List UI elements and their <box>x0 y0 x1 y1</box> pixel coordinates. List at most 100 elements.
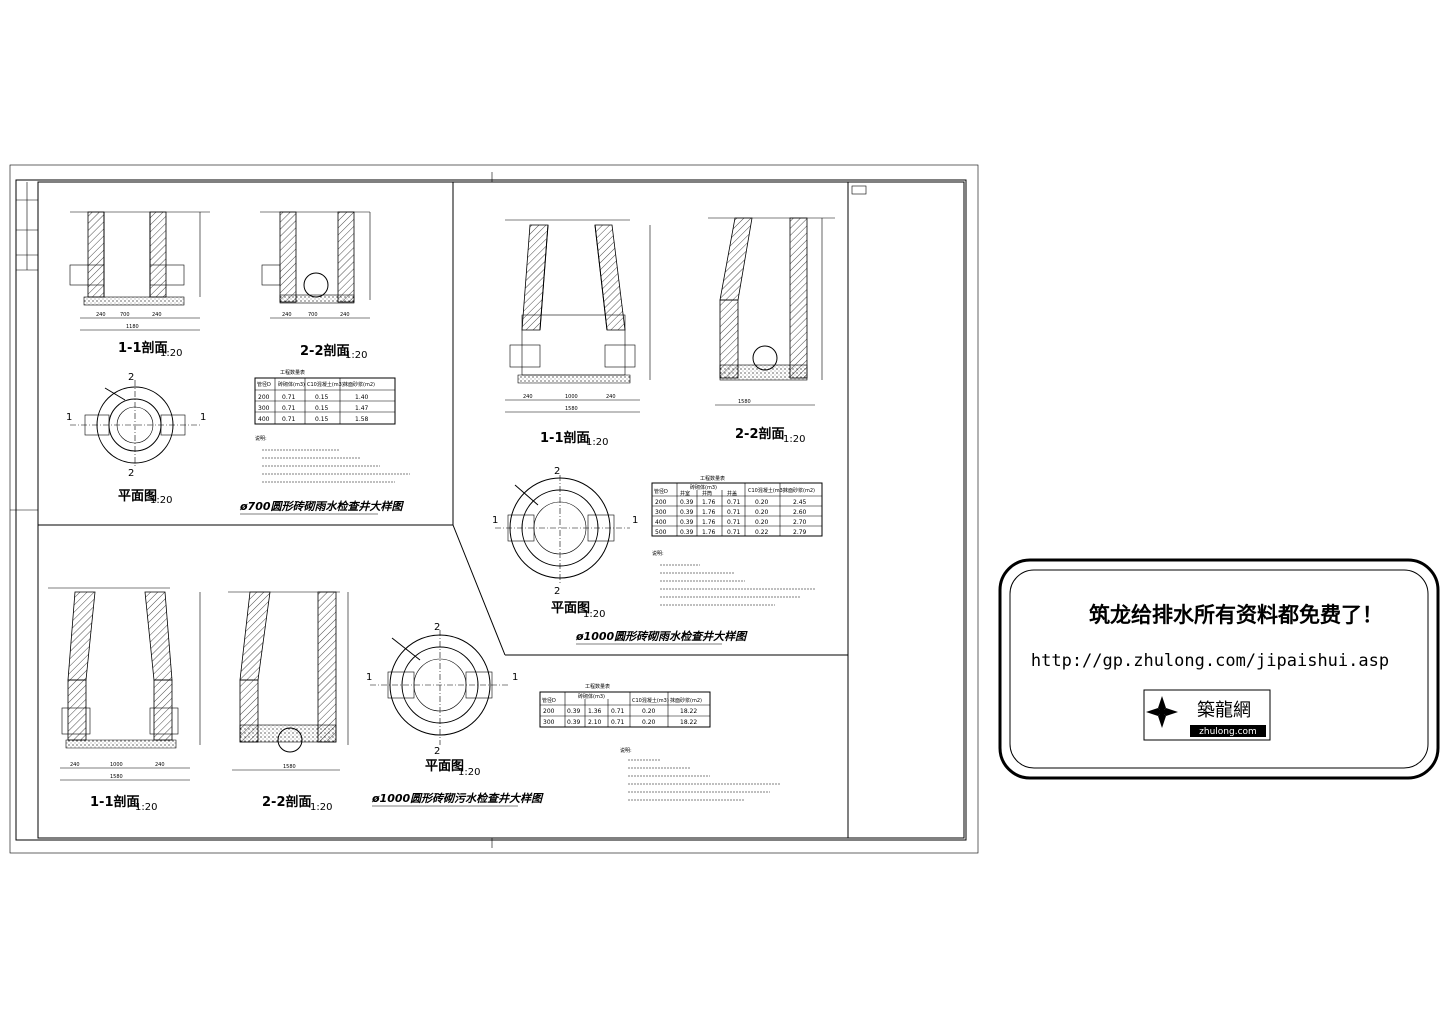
scale-label: 1:20 <box>135 802 157 813</box>
scale-label: 1:20 <box>150 495 172 506</box>
table-cell: 0.20 <box>642 708 656 715</box>
table-cell: 1.36 <box>588 708 602 715</box>
table-cell: 2.79 <box>793 529 807 536</box>
table-cell: 0.39 <box>680 509 694 516</box>
table-cell: 0.39 <box>680 519 694 526</box>
section-mark: 2 <box>554 586 560 597</box>
table-cell: 0.15 <box>315 416 329 423</box>
table-header: 管径D <box>654 488 668 495</box>
dim-label: 240 <box>96 312 106 318</box>
section-mark: 1 <box>512 672 518 683</box>
table-header: 管径D <box>542 697 556 704</box>
panel-a-plan: 1 1 2 2 <box>66 372 206 479</box>
panel-a-section-1-1: 240 700 240 1180 <box>69 211 210 331</box>
section-mark: 1 <box>632 515 638 526</box>
table-header: C10混凝土(m3) <box>307 381 344 388</box>
dim-label: 240 <box>152 312 162 318</box>
sheet-frame <box>9 164 979 854</box>
panel-b-section-1-1-label: 1-1剖面 <box>540 430 590 446</box>
panel-c-section-1-1-label: 1-1剖面 <box>90 794 140 810</box>
zhulong-banner[interactable]: 筑龙给排水所有资料都免费了！ http://gp.zhulong.com/jip… <box>998 558 1440 780</box>
section-mark: 2 <box>128 468 134 479</box>
dim-label: 1580 <box>110 774 123 780</box>
section-mark: 2 <box>128 372 134 383</box>
table-cell: 0.20 <box>755 499 769 506</box>
table-cell: 300 <box>655 509 667 516</box>
panel-c-section-1-1: 240 1000 240 1580 <box>48 587 201 781</box>
table-cell: 0.71 <box>282 416 296 423</box>
table-cell: 1.40 <box>355 394 369 401</box>
table-cell: 0.15 <box>315 394 329 401</box>
table-cell: 2.70 <box>793 519 807 526</box>
scale-label: 1:20 <box>310 802 332 813</box>
dim-label: 240 <box>606 394 616 400</box>
panel-c-title: ø1000圆形砖砌污水检查井大样图 <box>371 792 544 805</box>
table-header: 管径D <box>257 381 271 388</box>
table-cell: 1.76 <box>702 509 716 516</box>
table-cell: 0.22 <box>755 529 769 536</box>
logo-domain: zhulong.com <box>1199 727 1257 737</box>
table-cell: 0.71 <box>727 519 741 526</box>
panel-a-plan-label: 平面图 <box>118 489 157 504</box>
panel-a-section-2-2-label: 2-2剖面 <box>300 343 350 359</box>
table-cell: 2.60 <box>793 509 807 516</box>
zhulong-logo-icon: 築龍網 zhulong.com <box>1143 689 1271 741</box>
banner-headline: 筑龙给排水所有资料都免费了！ <box>1089 603 1383 627</box>
panel-c-plan-label: 平面图 <box>425 759 464 774</box>
table-cell: 0.20 <box>642 719 656 726</box>
panel-c-section-2-2: 1580 <box>228 591 349 771</box>
table-cell: 200 <box>655 499 667 506</box>
panel-a-section-2-2: 240 700 240 <box>260 211 371 319</box>
table-cell: 0.71 <box>727 499 741 506</box>
table-subheader: 井盖 <box>727 490 737 497</box>
panel-b-title: ø1000圆形砖砌雨水检查井大样图 <box>575 630 748 643</box>
table-cell: 0.20 <box>755 509 769 516</box>
table-cell: 1.76 <box>702 499 716 506</box>
table-cell: 500 <box>655 529 667 536</box>
scale-label: 1:20 <box>160 348 182 359</box>
table-cell: 0.20 <box>755 519 769 526</box>
section-mark: 1 <box>66 412 72 423</box>
panel-b-section-2-2: 1580 <box>708 217 835 406</box>
table-cell: 0.71 <box>727 509 741 516</box>
dim-label: 240 <box>340 312 350 318</box>
dim-label: 1180 <box>126 324 139 330</box>
section-mark: 2 <box>434 746 440 757</box>
table-cell: 200 <box>258 394 270 401</box>
panel-a-section-1-1-label: 1-1剖面 <box>118 340 168 356</box>
table-header: 抹面砂浆(m2) <box>343 381 375 388</box>
table-cell: 0.71 <box>282 405 296 412</box>
table-cell: 0.71 <box>611 708 625 715</box>
table-cell: 0.15 <box>315 405 329 412</box>
table-cell: 400 <box>258 416 270 423</box>
table-title: 工程数量表 <box>700 475 725 482</box>
table-cell: 400 <box>655 519 667 526</box>
table-cell: 300 <box>258 405 270 412</box>
dim-label: 700 <box>308 312 318 318</box>
notes-label: 说明: <box>652 550 664 557</box>
table-cell: 0.39 <box>680 529 694 536</box>
table-cell: 18.22 <box>680 719 697 726</box>
dim-label: 700 <box>120 312 130 318</box>
table-header: C10混凝土(m3) <box>748 487 785 494</box>
scale-label: 1:20 <box>583 609 605 620</box>
table-title: 工程数量表 <box>280 369 305 376</box>
panel-b-plan-label: 平面图 <box>551 601 590 616</box>
panel-b-section-1-1: 240 1000 240 1580 <box>505 219 651 413</box>
table-cell: 0.39 <box>567 719 581 726</box>
table-header: 砖砌体(m3) <box>690 484 717 491</box>
table-cell: 200 <box>543 708 555 715</box>
panel-b-quantity-table: 工程数量表 管径D 砖砌体(m3) C10混凝土(m3) 抹面砂浆(m2) 井室… <box>651 475 823 606</box>
scale-label: 1:20 <box>783 434 805 445</box>
table-cell: 1.47 <box>355 405 369 412</box>
panel-b-plan: 1 1 2 2 <box>492 466 638 597</box>
table-cell: 0.71 <box>611 719 625 726</box>
scale-label: 1:20 <box>345 350 367 361</box>
banner-url-link[interactable]: http://gp.zhulong.com/jipaishui.asp <box>1031 651 1389 671</box>
table-cell: 2.45 <box>793 499 807 506</box>
table-title: 工程数量表 <box>585 683 610 690</box>
dim-label: 1580 <box>565 406 578 412</box>
dim-label: 1000 <box>565 394 578 400</box>
panel-a-quantity-table: 工程数量表 管径D 砖砌体(m3) C10混凝土(m3) 抹面砂浆(m2) 20… <box>254 369 410 483</box>
table-header: 抹面砂浆(m2) <box>670 697 702 704</box>
